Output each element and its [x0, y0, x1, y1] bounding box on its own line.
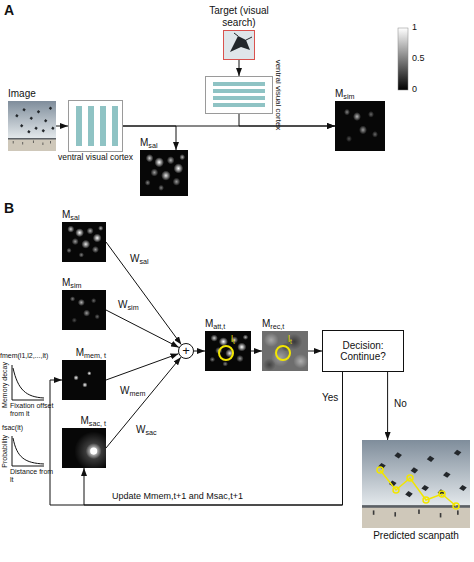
node-text: Predicted scanpath — [373, 530, 459, 542]
edge-label: No — [394, 398, 407, 410]
map-box: Msal — [140, 150, 188, 196]
connector-arrow — [106, 242, 181, 345]
connector-arrow — [106, 310, 179, 347]
fixation-label: lt — [231, 334, 235, 344]
input-photo — [8, 101, 56, 151]
vertical-bars — [76, 106, 118, 146]
map-box: Msim — [62, 290, 106, 330]
axis-label: Fixation offset from lt — [10, 402, 56, 418]
map-box: Msac, t — [62, 428, 106, 468]
connector-arrow — [123, 126, 176, 150]
cortex-box: ventral visual cortex — [205, 76, 273, 114]
plot-axes — [12, 365, 44, 400]
attention-map — [205, 331, 251, 371]
saliency-map — [140, 150, 188, 196]
node-text: Matt,t — [205, 318, 225, 330]
node-text: Msim — [335, 88, 355, 100]
panel-letter: B — [4, 200, 14, 216]
node-text: Msal — [62, 209, 80, 221]
connector-arrow — [239, 114, 335, 126]
fixation-circle — [276, 346, 290, 360]
colorbar-tick: 1 — [412, 22, 417, 32]
function-label: fsac(lt) — [2, 424, 23, 432]
map-box: Msim — [335, 101, 385, 151]
saliency-map — [62, 222, 106, 262]
node-text: Decision: Continue? — [323, 340, 403, 363]
panel-letter: A — [4, 2, 14, 18]
target-box: Target (visual search) — [223, 30, 255, 60]
fixation-label: lt — [288, 334, 292, 344]
node-text: Msac, t — [80, 415, 106, 427]
similarity-map — [62, 290, 106, 330]
scanpath-line — [380, 470, 456, 506]
connector-arrow — [239, 60, 240, 76]
scanpath-fixations — [377, 467, 459, 509]
map-box: Msal — [62, 222, 106, 262]
cortex-box: ventral visual cortex — [68, 100, 123, 152]
edge-label: Wsim — [118, 299, 139, 311]
node-text: ventral visual cortex — [274, 60, 283, 131]
connector-arrow — [84, 372, 343, 505]
node-text: + — [179, 344, 193, 359]
target-kite — [230, 36, 250, 52]
node-text: Target (visual search) — [194, 5, 284, 28]
connector-arrow — [123, 126, 335, 127]
image-box: Image — [8, 101, 56, 151]
target-kite-tail — [234, 33, 252, 40]
edge-label: Wsal — [130, 253, 149, 265]
node-text: ventral visual cortex — [58, 153, 133, 163]
similarity-map — [335, 101, 385, 151]
function-label: fmem(l1,l2,...,lt) — [0, 352, 48, 360]
update-note: Update Mmem,t+1 and Msac,t+1 — [112, 491, 243, 501]
node-text: Msal — [140, 137, 158, 149]
colorbar — [398, 28, 408, 90]
colorbar-tick: 0 — [412, 84, 417, 94]
node-text: Mrec,t — [262, 318, 284, 330]
axis-label: Memory decay — [1, 362, 9, 408]
decay-curve — [13, 368, 44, 398]
target-image — [223, 30, 255, 60]
connector-arrow — [308, 351, 322, 352]
connector-arrow — [387, 372, 388, 440]
connector-arrow — [106, 354, 179, 380]
map-box: Mrec,t — [262, 331, 308, 371]
probability-curve — [13, 438, 44, 464]
plot-axes — [12, 436, 44, 466]
connector-arrow — [251, 351, 262, 352]
axis-label: Distance from lt — [10, 468, 56, 484]
edge-label: Wsac — [136, 424, 157, 436]
recognition-map — [262, 331, 308, 371]
saccade-map — [62, 428, 113, 471]
scanpath-box: Predicted scanpath — [362, 440, 470, 528]
connector-arrow — [194, 351, 205, 352]
connector-arrow — [56, 126, 68, 127]
edge-label: Yes — [322, 392, 338, 404]
horizontal-bars — [213, 82, 265, 107]
axis-label: Probability — [1, 435, 9, 468]
connector-arrow — [106, 357, 181, 448]
decision-box: Decision: Continue? — [322, 330, 404, 372]
node-text: Msim — [62, 277, 82, 289]
map-box: Matt,t — [205, 331, 251, 371]
edge-label: Wmem — [120, 385, 145, 397]
node-text: Mmem, t — [76, 347, 106, 359]
map-box: Mmem, t — [62, 360, 106, 400]
scanpath-photo — [362, 440, 470, 528]
memory-map — [62, 360, 106, 400]
connector-arrow — [50, 372, 343, 505]
fixation-circle — [219, 346, 233, 360]
colorbar-tick: 0.5 — [412, 53, 425, 63]
node-text: Image — [8, 88, 36, 100]
sum-circle: + — [178, 343, 194, 359]
